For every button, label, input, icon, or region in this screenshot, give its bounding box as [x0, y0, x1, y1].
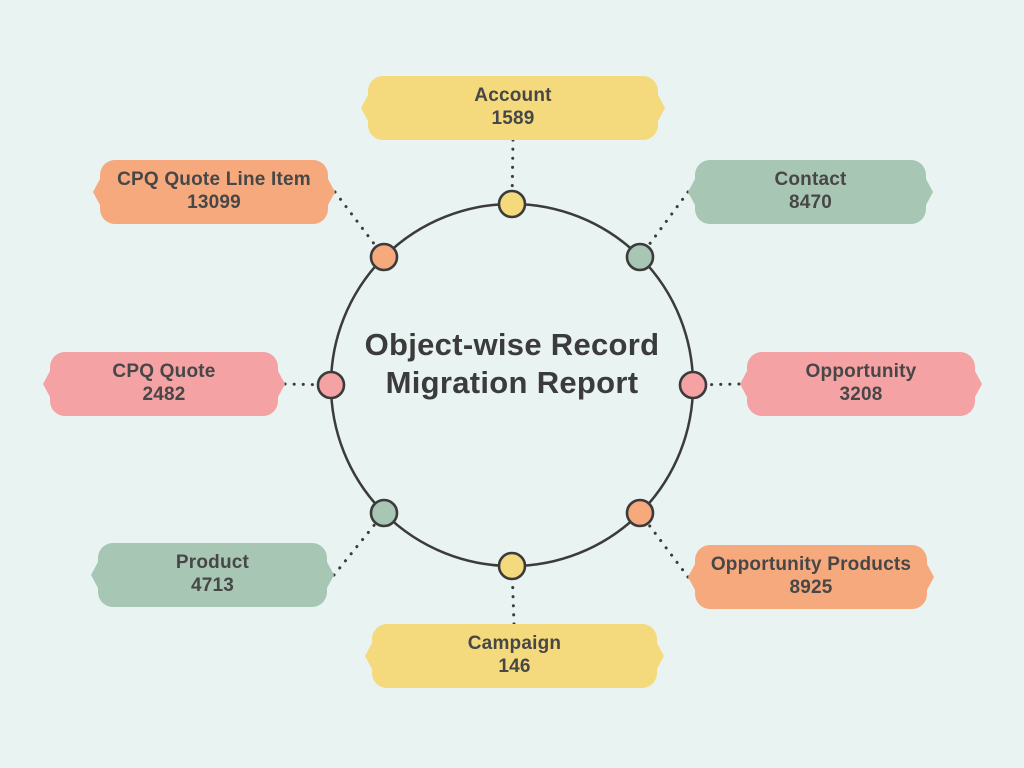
- node-campaign-value: 146: [498, 656, 531, 677]
- node-cpq-quote-label: CPQ Quote: [112, 361, 216, 383]
- diagram-title-line2: Migration Report: [385, 364, 639, 400]
- node-contact-value: 8470: [788, 192, 833, 213]
- node-product: Product 4713: [91, 543, 334, 607]
- node-contact: Contact 8470: [688, 160, 933, 224]
- node-dot-account: [497, 189, 527, 219]
- diagram-title-line1: Object-wise Record: [364, 327, 660, 362]
- diagram-title: Object-wise Record Migration Report: [332, 326, 692, 402]
- node-product-value: 4713: [190, 575, 235, 596]
- node-dot-cpq-quote: [316, 370, 346, 400]
- node-dot-cpq-quote-line-item: [369, 242, 399, 272]
- connector-campaign: [510, 564, 516, 626]
- node-cpq-quote-line-item-value: 13099: [187, 192, 241, 213]
- node-opportunity-label: Opportunity: [805, 361, 917, 383]
- node-account: Account 1589: [361, 76, 665, 140]
- node-contact-label: Contact: [774, 169, 847, 191]
- node-dot-campaign: [497, 551, 527, 581]
- node-cpq-quote-line-item: CPQ Quote Line Item 13099: [93, 160, 335, 224]
- node-opportunity-products-value: 8925: [789, 577, 833, 598]
- node-dot-contact: [625, 242, 655, 272]
- node-dot-opportunity-products: [625, 498, 655, 528]
- node-product-label: Product: [175, 552, 250, 574]
- node-cpq-quote-line-item-label: CPQ Quote Line Item: [117, 169, 311, 191]
- node-cpq-quote-value: 2482: [142, 384, 186, 405]
- node-account-label: Account: [474, 85, 552, 107]
- node-cpq-quote: CPQ Quote 2482: [43, 352, 285, 416]
- connector-cpq-quote: [283, 382, 333, 387]
- node-campaign-label: Campaign: [467, 633, 562, 655]
- node-opportunity-products: Opportunity Products 8925: [688, 545, 934, 609]
- node-dot-product: [369, 498, 399, 528]
- node-opportunity-value: 3208: [839, 384, 883, 405]
- node-opportunity-products-label: Opportunity Products: [710, 554, 912, 576]
- node-opportunity: Opportunity 3208: [740, 352, 982, 416]
- connector-opportunity: [691, 382, 741, 387]
- node-dot-opportunity: [678, 370, 708, 400]
- node-campaign: Campaign 146: [365, 624, 664, 688]
- node-account-value: 1589: [491, 108, 535, 129]
